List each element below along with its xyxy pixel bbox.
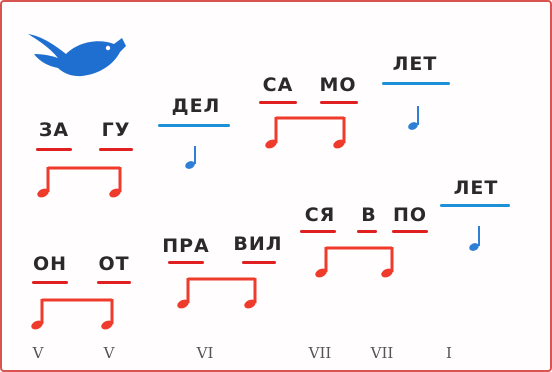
quarter-note-icon: [185, 146, 196, 169]
short-underline: [168, 261, 204, 264]
syllable-ot: ОТ: [98, 253, 130, 275]
short-underline: [259, 101, 297, 104]
short-underline: [36, 148, 72, 151]
short-underline: [300, 230, 336, 233]
syllable-let-1: ЛЕТ: [392, 53, 438, 75]
short-underline: [357, 230, 377, 233]
syllable-let-2: ЛЕТ: [453, 177, 499, 199]
quarter-note-icon: [408, 106, 419, 130]
eighth-note-pair-icon: [37, 166, 122, 198]
syllable-sa: СА: [262, 74, 294, 96]
quarter-note-icon: [469, 226, 480, 251]
syllable-vil: ВИЛ: [233, 233, 283, 255]
syllable-po: ПО: [392, 204, 428, 226]
short-underline: [320, 101, 358, 104]
syllable-pra: ПРА: [162, 235, 210, 257]
scale-degree: VII: [308, 344, 332, 362]
syllable-za: ЗА: [38, 119, 70, 141]
eighth-note-pair-icon: [31, 298, 114, 330]
eighth-note-pair-icon: [265, 116, 346, 149]
eighth-note-pair-icon: [315, 246, 394, 278]
scale-degree: VI: [196, 344, 214, 362]
eighth-note-pair-icon: [177, 277, 257, 309]
long-underline: [158, 124, 230, 127]
long-underline: [440, 204, 510, 207]
bird-icon: [28, 34, 126, 77]
syllable-sya: СЯ: [304, 204, 336, 226]
syllable-mo: МО: [319, 74, 357, 96]
short-underline: [99, 148, 133, 151]
scale-degree: V: [32, 344, 44, 362]
syllable-on: ОН: [32, 253, 68, 275]
short-underline: [392, 230, 428, 233]
scale-degree: I: [446, 344, 452, 362]
short-underline: [97, 281, 131, 284]
syllable-v: В: [361, 204, 377, 226]
long-underline: [382, 82, 450, 85]
syllable-gu: ГУ: [101, 119, 131, 141]
syllable-del: ДЕЛ: [171, 95, 221, 117]
scale-degree: V: [103, 344, 115, 362]
short-underline: [32, 281, 68, 284]
short-underline: [242, 261, 276, 264]
scale-degree: VII: [370, 344, 394, 362]
